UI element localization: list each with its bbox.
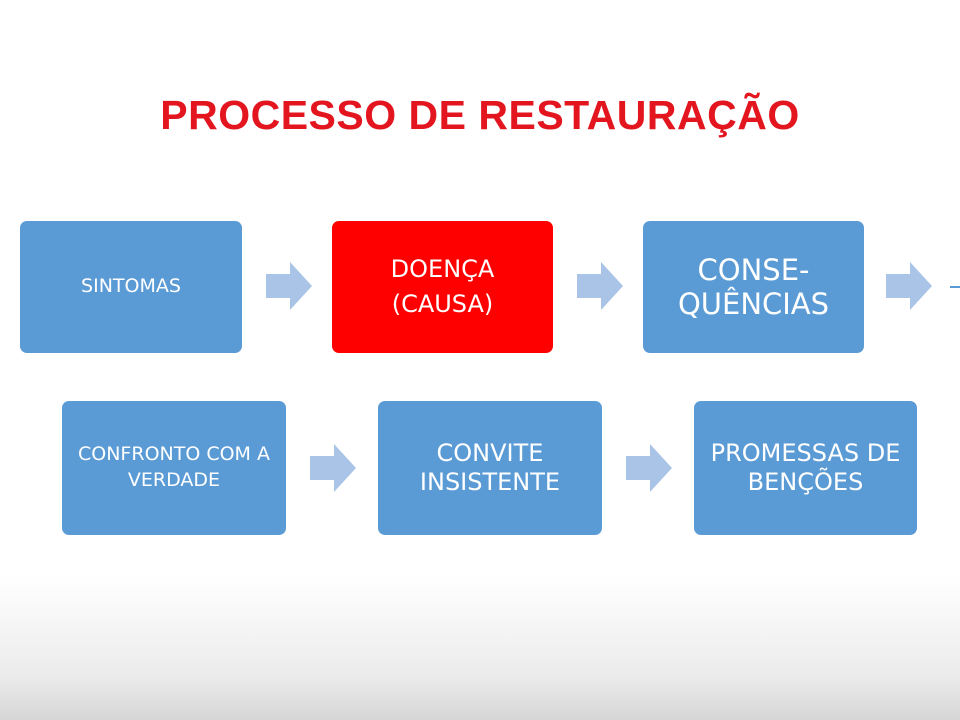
offscreen-connector [950, 286, 960, 288]
right-arrow-icon [626, 444, 672, 492]
page-title: PROCESSO DE RESTAURAÇÃO [160, 92, 800, 138]
step-promessas-de-bencaos: PROMESSAS DE BENÇÕES [694, 401, 917, 535]
right-arrow-icon [266, 262, 312, 310]
right-arrow-icon [886, 262, 932, 310]
step-convite-insistente: CONVITE INSISTENTE [378, 401, 602, 535]
step-doenca-line2: (CAUSA) [391, 290, 494, 318]
step-consequencias: CONSE- QUÊNCIAS [643, 221, 864, 353]
right-arrow-icon [310, 444, 356, 492]
step-doenca-line1: DOENÇA [390, 255, 495, 284]
step-confronto-com-a-verdade: CONFRONTO COM A VERDADE [62, 401, 286, 535]
right-arrow-icon [577, 262, 623, 310]
step-sintomas: SINTOMAS [20, 221, 242, 353]
step-doenca-causa: DOENÇA (CAUSA) [332, 221, 553, 353]
